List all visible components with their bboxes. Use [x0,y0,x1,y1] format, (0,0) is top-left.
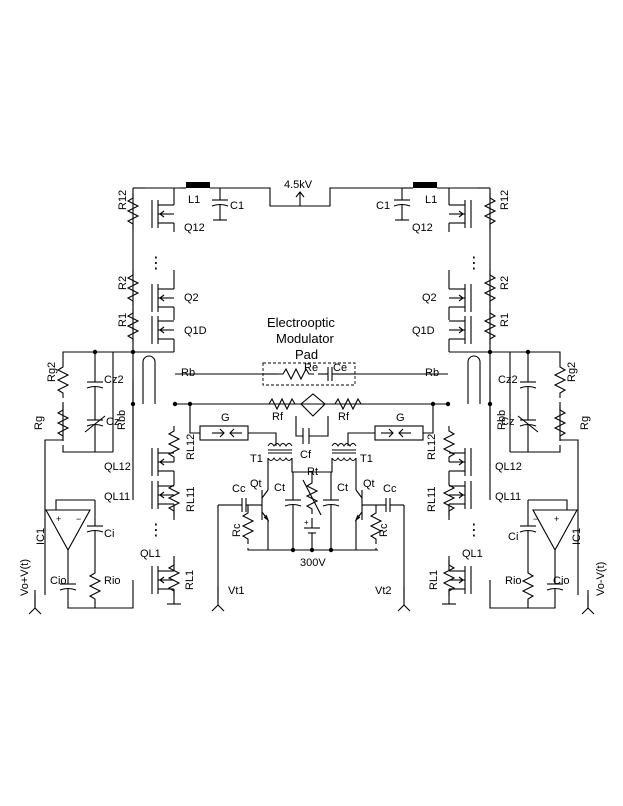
title-line-1: Electrooptic [267,315,335,330]
label-right-QL11: QL11 [495,491,521,503]
label-right-Q12: Q12 [412,222,433,234]
label-left-C1: C1 [230,200,244,212]
opamp-right-plus: + [554,514,559,524]
label-right-QL1: QL1 [462,548,483,560]
label-left-Rbb: Rbb [116,410,128,430]
label-right-Ci: Ci [508,531,518,543]
label-left-QL11: QL11 [104,491,130,503]
label-left-IC1: IC1 [35,528,47,545]
label-left-Q2: Q2 [184,292,199,304]
label-left-Cz: Cz [106,416,119,428]
label-G-left: G [221,412,230,424]
label-right-Rg2: Rg2 [566,362,578,382]
label-Cf: Cf [300,449,312,461]
left-stack [28,187,182,615]
label-left-output: Vo+V(t) [19,559,31,596]
label-left-QL1: QL1 [140,548,161,560]
label-bias-supply: 300V [300,557,326,569]
label-Cc-left: Cc [232,483,246,495]
right-stack [441,187,595,615]
label-left-Ci: Ci [104,528,114,540]
label-Qt-right: Qt [363,478,375,490]
label-right-Rio: Rio [505,575,522,587]
opamp-right-minus: − [533,514,538,524]
ellipsis-right-bottom: ⋮ [466,522,482,539]
label-right-RL12: RL12 [426,434,438,460]
label-G-right: G [396,412,405,424]
label-left-R1: R1 [117,313,129,327]
label-Rc-right: Rc [378,523,390,537]
label-right-R12: R12 [499,190,511,210]
label-left-Rb: Rb [181,367,195,379]
label-Rf-right: Rf [338,411,350,423]
label-left-RL12: RL12 [185,434,197,460]
label-right-RL11: RL11 [426,487,438,512]
label-T1-right: T1 [360,453,373,465]
label-right-RL1: RL1 [428,570,440,590]
label-right-L1: L1 [425,194,437,206]
label-right-output: Vo-V(t) [595,562,607,596]
label-Rc-left: Rc [231,523,243,537]
label-Qt-left: Qt [250,478,262,490]
label-right-Rg: Rg [579,416,591,430]
label-right-IC1: IC1 [571,528,583,545]
ellipsis-left-top: ⋮ [148,255,164,272]
label-Vt1: Vt1 [228,585,245,597]
label-right-Cio: Cio [553,575,570,587]
label-left-Cio: Cio [50,575,67,587]
label-right-Rb: Rb [425,367,439,379]
label-left-Rg: Rg [33,416,45,430]
label-Ce: Ce [333,362,347,374]
label-right-R1: R1 [499,313,511,327]
label-right-Rbb: Rbb [496,410,508,430]
center-network: + [172,362,451,612]
inductor-right [413,182,437,188]
battery-plus: + [304,518,309,527]
title-line-3: Pad [295,347,318,362]
label-left-RL1: RL1 [184,570,196,590]
ellipsis-right-top: ⋮ [466,255,482,272]
label-Vt2: Vt2 [375,585,392,597]
label-T1-left: T1 [250,453,263,465]
label-left-QL12: QL12 [104,461,131,473]
label-right-Q1D: Q1D [412,325,435,337]
label-right-Cz: Cz [501,416,514,428]
label-left-Rg2: Rg2 [46,362,58,382]
ellipsis-left-bottom: ⋮ [148,522,164,539]
label-right-C1: C1 [376,200,390,212]
title-line-2: Modulator [276,331,334,346]
label-Ct-right: Ct [337,482,348,494]
hv-label: 4.5kV [284,179,313,191]
label-left-R12: R12 [117,190,129,210]
label-Cc-right: Cc [383,483,397,495]
label-left-Q1D: Q1D [184,325,207,337]
label-Re: Re [304,362,318,374]
label-Rt: Rt [307,466,318,478]
label-left-RL11: RL11 [185,487,197,512]
label-right-Q2: Q2 [422,292,437,304]
label-right-QL12: QL12 [495,461,522,473]
label-Ct-left: Ct [274,482,285,494]
label-Rf-left: Rf [272,411,284,423]
label-left-Rio: Rio [104,575,121,587]
label-right-Cz2: Cz2 [498,374,518,386]
label-right-R2: R2 [499,276,511,290]
inductor-left [186,182,210,188]
label-left-L1: L1 [188,194,200,206]
label-left-R2: R2 [117,276,129,290]
label-left-Q12: Q12 [184,222,205,234]
label-left-Cz2: Cz2 [104,374,124,386]
